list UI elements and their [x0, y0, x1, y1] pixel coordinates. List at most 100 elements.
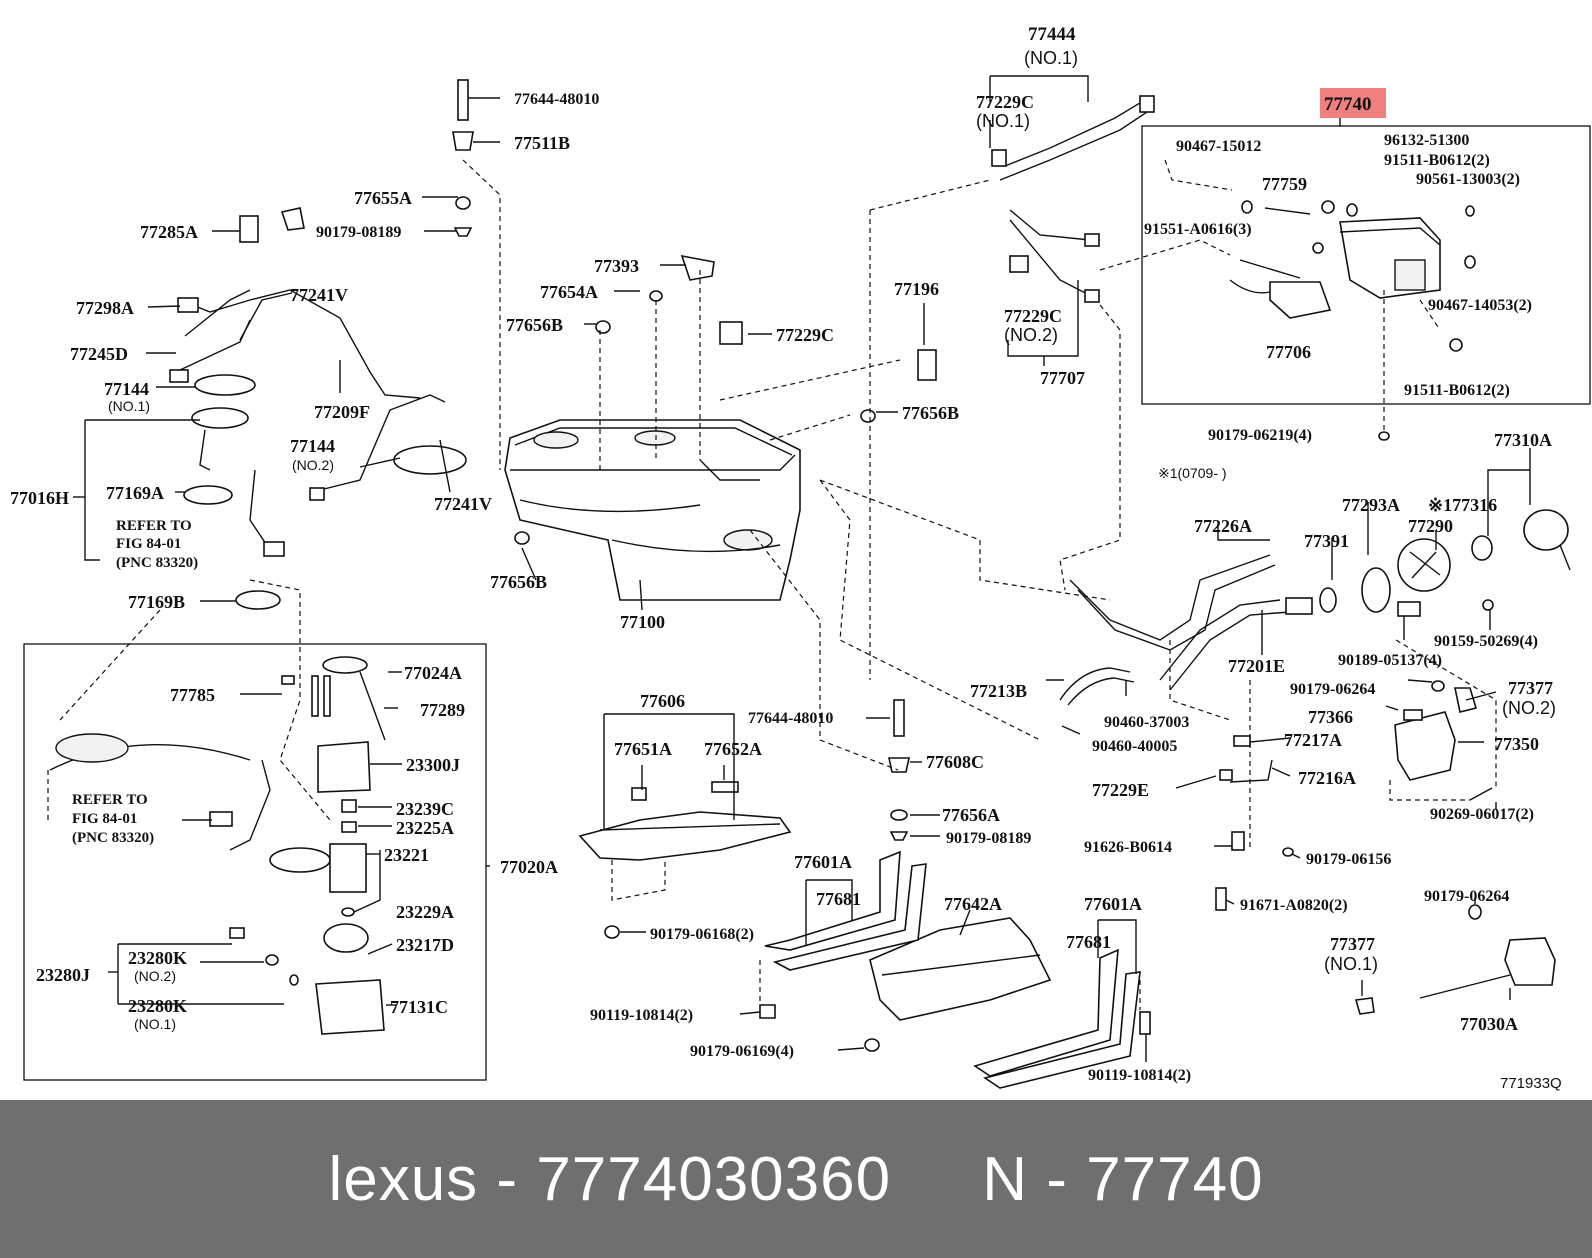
label-77681-left: 77681	[816, 889, 861, 909]
caption-part-number: 7774030360	[536, 1144, 892, 1214]
diagram-code: 771933Q	[1500, 1075, 1562, 1092]
label-77229C-no1: 77229C	[976, 92, 1034, 112]
label-77216A: 77216A	[1298, 768, 1356, 788]
top-left-parts	[169, 79, 474, 610]
label-77681-right: 77681	[1066, 932, 1111, 952]
label-90179-06168: 90179-06168(2)	[650, 926, 754, 943]
label-23280K-1-no: (NO.1)	[134, 1016, 176, 1032]
label-77656B-right: 77656B	[902, 403, 959, 423]
label-77377-no2: 77377	[1508, 678, 1553, 698]
label-77131C: 77131C	[390, 997, 448, 1017]
label-77016H: 77016H	[10, 488, 69, 508]
label-77144-1: 77144	[104, 379, 149, 399]
label-77707: 77707	[1040, 368, 1085, 388]
label-91551-A0616: 91551-A0616(3)	[1144, 221, 1252, 238]
label-77229C-no2-no: (NO.2)	[1004, 325, 1058, 345]
label-90179-06169: 90179-06169(4)	[690, 1043, 794, 1060]
label-90460-40005: 90460-40005	[1092, 738, 1177, 755]
label-23280K-2-no: (NO.2)	[134, 968, 176, 984]
label-23280J: 23280J	[36, 965, 90, 985]
label-note-x1: ※1(0709- )	[1158, 465, 1227, 481]
label-77444-no: (NO.1)	[1024, 48, 1078, 68]
label-77654A: 77654A	[540, 282, 598, 302]
upper-right-hoses	[991, 95, 1155, 303]
label-77100: 77100	[620, 612, 665, 632]
label-77196: 77196	[894, 279, 939, 299]
label-refer1-line2: FIG 84-01	[116, 536, 181, 552]
label-91671-A0820: 91671-A0820(2)	[1240, 897, 1348, 914]
caption-brand: lexus	[328, 1144, 479, 1214]
label-77293A: 77293A	[1342, 495, 1400, 515]
fuel-pump-subassembly-box	[23, 643, 487, 1081]
label-77511B: 77511B	[514, 133, 570, 153]
label-90179-08189-mid: 90179-08189	[946, 830, 1031, 847]
label-90467-15012: 90467-15012	[1176, 138, 1261, 155]
label-90179-08189-top: 90179-08189	[316, 224, 401, 241]
label-90159-50269: 90159-50269(4)	[1434, 633, 1538, 650]
label-77759: 77759	[1262, 174, 1307, 194]
label-77606: 77606	[640, 691, 685, 711]
label-77201E: 77201E	[1228, 656, 1285, 676]
label-77169B: 77169B	[128, 592, 185, 612]
label-77651A: 77651A	[614, 739, 672, 759]
label-77644-48010-top: 77644-48010	[514, 91, 599, 108]
label-77652A: 77652A	[704, 739, 762, 759]
label-77377-no1-no: (NO.1)	[1324, 954, 1378, 974]
label-77656B-left: 77656B	[506, 315, 563, 335]
label-23300J: 23300J	[406, 755, 460, 775]
label-77656A: 77656A	[942, 805, 1000, 825]
label-90179-06264-right: 90179-06264	[1290, 681, 1375, 698]
label-77169A: 77169A	[106, 483, 164, 503]
label-77285A: 77285A	[140, 222, 198, 242]
label-77229C-mid: 77229C	[776, 325, 834, 345]
label-90119-10814-left: 90119-10814(2)	[590, 1007, 693, 1024]
label-refer1-line3: (PNC 83320)	[116, 555, 198, 571]
label-23221: 23221	[384, 845, 429, 865]
label-77601A-left: 77601A	[794, 852, 852, 872]
label-77350: 77350	[1494, 734, 1539, 754]
label-77144-2: 77144	[290, 436, 335, 456]
canister-77740	[1229, 200, 1476, 441]
protectors	[578, 811, 1151, 1089]
label-77229C-no1-no: (NO.1)	[976, 111, 1030, 131]
label-77144-1-no: (NO.1)	[108, 398, 150, 414]
label-77656B-bottom: 77656B	[490, 572, 547, 592]
label-77241V-top: 77241V	[290, 285, 348, 305]
label-refer1-line1: REFER TO	[116, 518, 192, 534]
label-77706: 77706	[1266, 342, 1311, 362]
label-77298A: 77298A	[76, 298, 134, 318]
label-77241V-bot: 77241V	[434, 494, 492, 514]
label-77213B: 77213B	[970, 681, 1027, 701]
label-91511-B0612-top: 91511-B0612(2)	[1384, 152, 1490, 169]
label-77785: 77785	[170, 685, 215, 705]
label-77644-48010-mid: 77644-48010	[748, 710, 833, 727]
label-90467-14053: 90467-14053(2)	[1428, 297, 1532, 314]
label-refer2-line3: (PNC 83320)	[72, 830, 154, 846]
label-refer2-line1: REFER TO	[72, 792, 148, 808]
label-77377-no1: 77377	[1330, 934, 1375, 954]
label-91511-B0612-bot: 91511-B0612(2)	[1404, 382, 1510, 399]
dashed-connectors	[47, 159, 1497, 1010]
label-23225A: 23225A	[396, 818, 454, 838]
label-77245D: 77245D	[70, 344, 128, 364]
leader-lines	[73, 75, 1531, 1062]
label-77226A: 77226A	[1194, 516, 1252, 536]
caption-suffix: N - 77740	[982, 1144, 1264, 1214]
label-77209F: 77209F	[314, 402, 370, 422]
label-23280K-2: 23280K	[128, 948, 187, 968]
label-77366: 77366	[1308, 707, 1353, 727]
label-23229A: 23229A	[396, 902, 454, 922]
label-77217A: 77217A	[1284, 730, 1342, 750]
label-90460-37003: 90460-37003	[1104, 714, 1189, 731]
caption-separator: -	[478, 1144, 537, 1214]
label-90189-05137: 90189-05137(4)	[1338, 652, 1442, 669]
label-77144-2-no: (NO.2)	[292, 457, 334, 473]
label-90561-13003: 90561-13003(2)	[1416, 171, 1520, 188]
label-90179-06219: 90179-06219(4)	[1208, 427, 1312, 444]
fuel-pump-parts	[49, 656, 386, 1035]
caption-bar: lexus - 7774030360 N - 77740	[0, 1100, 1592, 1258]
label-77608C: 77608C	[926, 752, 984, 772]
label-77391: 77391	[1304, 531, 1349, 551]
label-77229E: 77229E	[1092, 780, 1149, 800]
canister-subassembly-box	[1141, 125, 1591, 405]
